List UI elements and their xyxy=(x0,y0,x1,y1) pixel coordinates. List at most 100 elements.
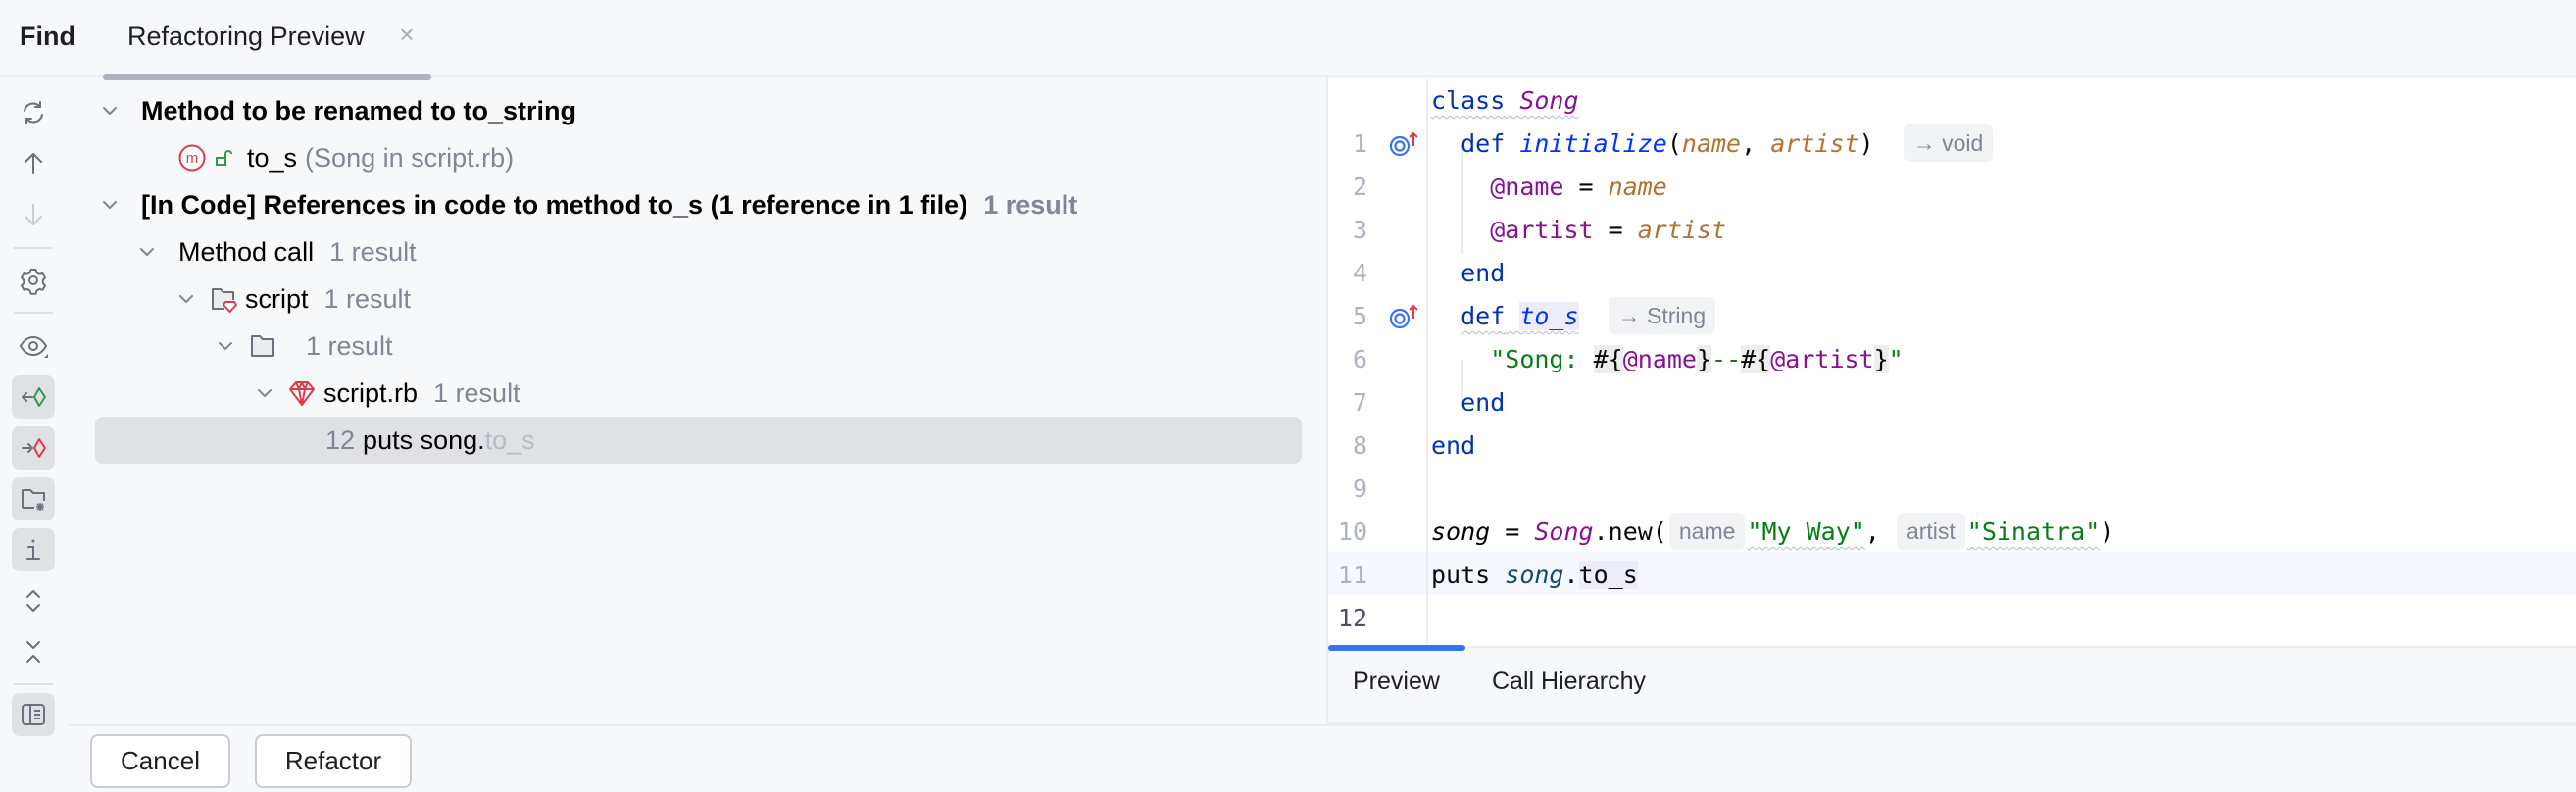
previous-occurrence-button[interactable] xyxy=(12,142,55,185)
parameter-name-hint: artist xyxy=(1896,513,1965,550)
left-toolbar xyxy=(0,79,67,792)
find-title: Find xyxy=(20,22,75,51)
toolbar-separator xyxy=(14,247,53,249)
renamed-usage: to_s xyxy=(1578,561,1638,589)
show-read-access-button[interactable] xyxy=(12,375,55,419)
chevron-down-icon[interactable] xyxy=(98,193,122,217)
code-line-current: 12 puts song.to_s xyxy=(1328,554,2576,632)
info-icon xyxy=(26,539,40,560)
chevron-down-icon[interactable] xyxy=(174,287,198,311)
tab-selected-indicator xyxy=(103,74,431,80)
usage-code: puts song. xyxy=(363,424,485,455)
folder-structure-icon xyxy=(22,489,45,511)
svg-text:m: m xyxy=(186,150,199,167)
current-line-highlight xyxy=(1328,552,2576,595)
ruby-file-icon xyxy=(286,377,318,409)
tab-label: Refactoring Preview xyxy=(127,22,365,51)
tree-node-script-rb[interactable]: script.rb 1 result xyxy=(69,370,1326,417)
code-line: 2 def initialize(name, artist) → void xyxy=(1328,123,2576,201)
next-occurrence-button[interactable] xyxy=(12,193,55,236)
override-gutter-icon[interactable] xyxy=(1387,130,1420,160)
gear-icon xyxy=(21,269,46,295)
parameter-name-hint: name xyxy=(1668,513,1746,550)
refactor-button[interactable]: Refactor xyxy=(255,734,412,788)
show-info-button[interactable] xyxy=(12,528,55,571)
close-icon[interactable]: × xyxy=(399,20,415,49)
view-options-button[interactable] xyxy=(12,324,55,368)
toolbar-separator xyxy=(14,683,53,685)
collapse-all-icon xyxy=(26,641,40,663)
line-number: 1 xyxy=(1352,129,1367,158)
line-number: 6 xyxy=(1352,345,1367,373)
result-count: 1 result xyxy=(983,189,1078,220)
tree-node-label: Method to be renamed to to_string xyxy=(141,95,577,125)
folder-icon xyxy=(247,330,278,362)
expand-all-button[interactable] xyxy=(12,579,55,622)
expand-all-icon xyxy=(26,590,40,612)
collapse-all-button[interactable] xyxy=(12,630,55,673)
override-gutter-icon[interactable] xyxy=(1387,303,1420,332)
tree-node-method-to-rename[interactable]: Method to be renamed to to_string xyxy=(69,87,1326,134)
tree-node-directory[interactable]: 1 result xyxy=(69,322,1326,370)
result-count: 1 result xyxy=(323,283,412,314)
tree-node-label: [In Code] References in code to method t… xyxy=(141,189,968,220)
preview-toggle-button[interactable] xyxy=(12,693,55,736)
chevron-down-icon[interactable] xyxy=(214,334,237,358)
tree-node-label: to_s xyxy=(247,142,298,173)
read-access-icon xyxy=(22,387,46,407)
tree-node-in-code-references[interactable]: [In Code] References in code to method t… xyxy=(69,181,1326,228)
selection-highlight xyxy=(95,417,1302,464)
arrow-down-icon xyxy=(25,204,42,225)
tree-node-label: script xyxy=(245,283,309,314)
code-line: 5 end xyxy=(1328,252,2576,330)
line-number: 11 xyxy=(1337,561,1367,589)
code-line: 7 "Song: #{@name}--#{@artist}" xyxy=(1328,338,2576,417)
code-line: 3 @name = name xyxy=(1328,166,2576,244)
indent-guide xyxy=(1461,360,1463,403)
code-line: 4 @artist = artist xyxy=(1328,209,2576,287)
show-write-access-button[interactable] xyxy=(12,426,55,470)
public-lock-icon xyxy=(214,142,235,173)
settings-button[interactable] xyxy=(12,259,55,302)
refresh-icon xyxy=(24,101,43,124)
indent-guide xyxy=(1461,144,1463,254)
cancel-button[interactable]: Cancel xyxy=(90,734,230,788)
tab-call-hierarchy[interactable]: Call Hierarchy xyxy=(1492,668,1646,695)
tree-node-script-module[interactable]: script 1 result xyxy=(69,275,1326,322)
line-number: 8 xyxy=(1352,431,1367,460)
arrow-up-icon xyxy=(25,153,42,174)
chevron-down-icon[interactable] xyxy=(135,240,159,264)
chevron-down-icon[interactable] xyxy=(98,99,122,123)
chevron-down-icon[interactable] xyxy=(253,381,276,405)
line-number: 4 xyxy=(1352,259,1367,287)
line-number: 5 xyxy=(1352,302,1367,330)
rerun-button[interactable] xyxy=(12,91,55,134)
group-by-directory-button[interactable] xyxy=(12,477,55,520)
line-number: 7 xyxy=(1352,388,1367,417)
panel-splitter[interactable] xyxy=(1326,77,1328,724)
tab-selected-indicator xyxy=(1328,645,1465,651)
line-number: 3 xyxy=(1352,216,1367,244)
line-number: 9 xyxy=(1352,474,1367,503)
usage-highlight: to_s xyxy=(484,424,535,455)
tree-node-location: (Song in script.rb) xyxy=(305,142,515,173)
tab-refactoring-preview[interactable]: Refactoring Preview × xyxy=(103,0,431,80)
result-count: 1 result xyxy=(329,236,417,267)
tool-window-header: Find Refactoring Preview × xyxy=(0,0,2576,80)
code-preview-editor[interactable]: 1 class Song 2 def initialize(name, arti… xyxy=(1328,79,2576,646)
line-number: 2 xyxy=(1352,173,1367,201)
tree-node-method-call[interactable]: Method call 1 result xyxy=(69,228,1326,275)
code-line: 6 def to_s → String xyxy=(1328,295,2576,373)
tab-preview[interactable]: Preview xyxy=(1353,668,1440,695)
result-count: 1 result xyxy=(306,330,393,361)
code-line: 10 xyxy=(1328,468,2576,546)
write-access-icon xyxy=(22,438,46,458)
tree-node-usage-line-12[interactable]: 12 puts song. to_s xyxy=(69,417,1326,464)
gutter-border xyxy=(1426,79,1428,646)
code-line: 11 song = Song.new(name"My Way", artist"… xyxy=(1328,511,2576,589)
tree-node-method-to_s[interactable]: m to_s (Song in script.rb) xyxy=(69,134,1326,181)
code-line: 8 end xyxy=(1328,381,2576,460)
usage-tree: Method to be renamed to to_string m to_s… xyxy=(69,79,1326,724)
dialog-button-bar: Cancel Refactor xyxy=(69,724,2576,792)
